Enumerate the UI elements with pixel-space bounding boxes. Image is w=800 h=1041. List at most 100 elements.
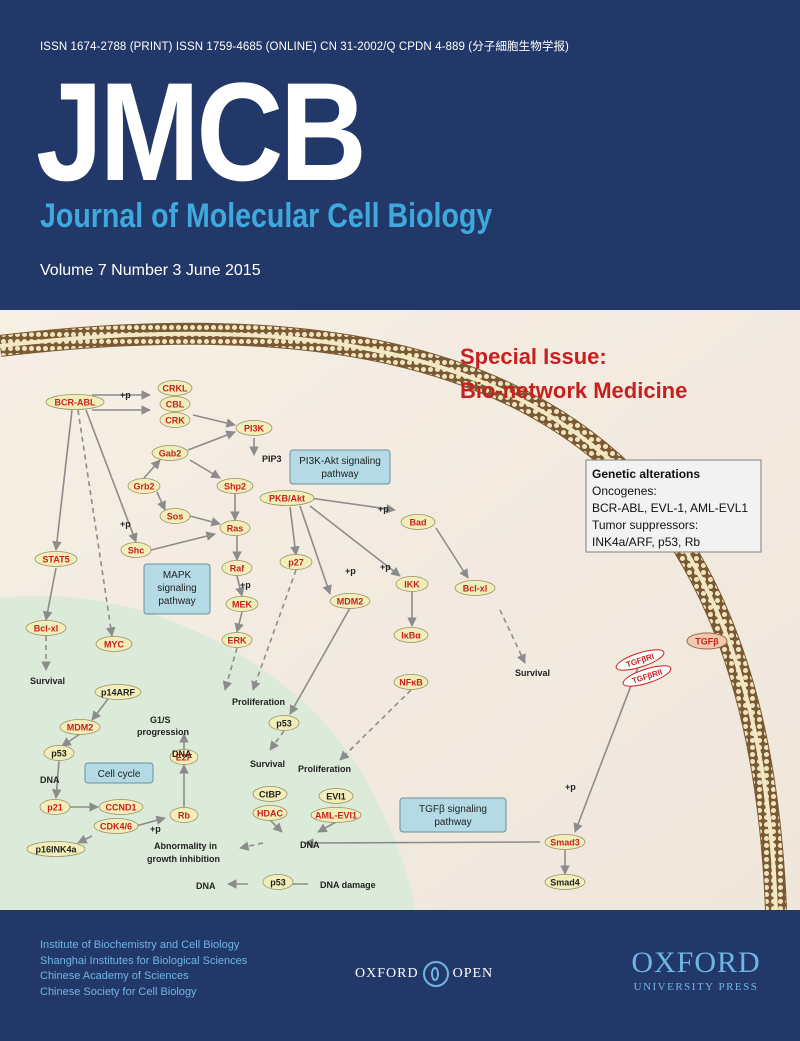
node-label: PI3K [244,424,265,434]
institution-1: Institute of Biochemistry and Cell Biolo… [40,939,240,951]
label-p-plus: +p [378,504,389,514]
masthead: JMCB [36,53,367,210]
label-p-plus: +p [345,566,356,576]
node-label: ERK [227,636,247,646]
special-issue-line1: Special Issue: [460,344,607,369]
pathway-arrow [339,689,412,761]
oxford-open-logo: OXFORD OPEN [355,961,493,987]
pathway-arrow [239,841,264,851]
pathway-arrow [135,815,166,827]
node-label: p53 [276,719,292,729]
node-ras: Ras [219,520,251,536]
node-crkl: CRKL [157,380,193,396]
node-pi3k: PI3K [235,420,273,436]
label-dna: DNA [40,775,60,785]
pathway-arrow [234,611,244,633]
mapk-box-line1: MAPK [163,570,192,581]
label-abnorm-1: Abnormality in [154,841,217,851]
pathway-arrow [61,733,81,747]
node-label: Sos [167,512,184,522]
node-label: Bcl-xl [34,624,59,634]
pathway-arrow [52,409,73,551]
label-pip3: PIP3 [262,454,282,464]
label-survival: Survival [515,668,550,678]
pathway-arrow [573,661,641,833]
label-dna: DNA [196,881,216,891]
genetic-alterations-box [585,459,762,553]
node-label: p14ARF [101,688,136,698]
node-shc: Shc [120,542,152,558]
oup-press: UNIVERSITY PRESS [633,981,759,993]
pathway-arrow [51,760,62,799]
label-survival: Survival [250,759,285,769]
node-label: BCR-ABL [55,398,96,408]
node-p21: p21 [39,799,71,815]
node-mdm2-top: MDM2 [329,593,371,609]
node-gab2: Gab2 [151,445,189,461]
label-g1s-2: progression [137,727,189,737]
node-label: Smad4 [550,878,580,888]
genetic-line3: Tumor suppressors: [592,518,698,532]
pathway-arrow [309,505,401,577]
node-label: MEK [232,600,253,610]
label-p-plus: +p [150,824,161,834]
node-cbl: CBL [159,396,191,412]
genetic-line1: Oncogenes: [592,484,657,498]
node-rb: Rb [169,807,199,823]
node-label: MDM2 [337,597,364,607]
node-tgfbri: TGFβRI [615,649,665,671]
node-label: p53 [270,878,286,888]
node-label: EVI1 [326,792,346,802]
node-cdk46: CDK4/6 [93,818,139,834]
node-myc: MYC [95,636,133,652]
mapk-box-line3: pathway [158,596,195,607]
oxford-open-right: OPEN [452,966,494,981]
pathway-arrow [192,414,236,428]
tgfb-box-line2: pathway [434,817,471,828]
node-pkb-akt: PKB/Akt [259,490,315,506]
node-label: Shc [128,546,145,556]
node-crk: CRK [159,412,191,428]
label-p-plus: +p [120,519,131,529]
pathway-arrow [289,607,351,715]
mapk-box-line2: signaling [157,583,196,594]
mapk-pathway-box [143,563,211,615]
pathway-arrow [309,497,396,514]
node-mdm2-low: MDM2 [59,719,101,735]
cell-cycle-box [84,762,154,784]
pathway-arrow [156,491,166,511]
node-label: Shp2 [224,482,246,492]
node-nfkb: NFκB [393,674,429,690]
node-label: IκBα [401,631,421,641]
institutions: Institute of Biochemistry and Cell Biolo… [40,938,247,1000]
pathway-arrow [289,506,300,556]
pathway-arrow [77,409,116,637]
node-label: AML-EVI1 [315,811,357,821]
node-label: TGFβ [695,637,719,647]
pathway-arrow [150,531,216,551]
node-label: Raf [230,564,246,574]
label-proliferation: Proliferation [232,697,285,707]
pathway-arrow [269,819,283,833]
node-label: p16INK4a [35,845,77,855]
issn-line: ISSN 1674-2788 (PRINT) ISSN 1759-4685 (O… [40,41,569,53]
oup-name: OXFORD [631,946,761,979]
institution-3: Chinese Academy of Sciences [40,970,189,982]
label-p-plus: +p [380,562,391,572]
institution-4: Chinese Society for Cell Biology [40,985,197,998]
pathway-arrow [91,698,109,721]
label-dna: DNA [172,749,192,759]
label-g1s-1: G1/S [150,715,171,725]
open-access-icon [422,961,449,987]
node-p14arf: p14ARF [94,684,142,700]
cell-cycle-label: Cell cycle [98,769,141,780]
node-label: PKB/Akt [269,494,305,504]
pathway-arrow [317,821,337,833]
node-evi1: EVI1 [318,788,354,804]
node-label: CRKL [163,384,188,394]
node-p27: p27 [279,554,313,570]
node-smad4: Smad4 [544,874,586,890]
node-label: CtBP [259,790,281,800]
node-stat5: STAT5 [34,551,78,567]
